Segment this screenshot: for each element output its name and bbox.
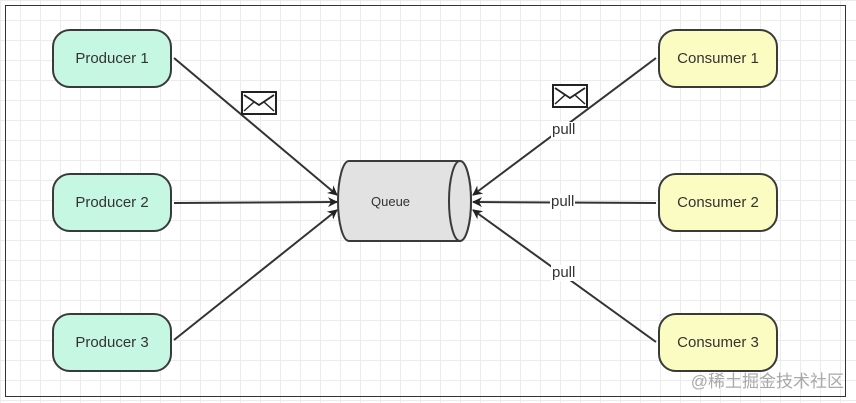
edge-label-pull-2: pull [550, 193, 576, 210]
producer-1-node: Producer 1 [52, 29, 172, 88]
envelope-icon [552, 84, 588, 108]
producer-3-node: Producer 3 [52, 313, 172, 372]
queue-cylinder [337, 160, 472, 242]
edge-producer-2-queue [173, 197, 338, 208]
edge-label-pull-3: pull [551, 264, 577, 281]
watermark-text: @稀土掘金技术社区 [690, 372, 844, 391]
producer-2-node: Producer 2 [52, 173, 172, 232]
queue-label: Queue [371, 194, 411, 209]
consumer-2-node: Consumer 2 [658, 173, 778, 232]
diagram-frame [5, 5, 846, 397]
envelope-icon [241, 91, 277, 115]
edge-label-pull-1: pull [551, 121, 577, 138]
consumer-3-node: Consumer 3 [658, 313, 778, 372]
consumer-1-node: Consumer 1 [658, 29, 778, 88]
edge-producer-3-queue [173, 209, 338, 341]
edge-producer-1-queue [173, 57, 338, 196]
